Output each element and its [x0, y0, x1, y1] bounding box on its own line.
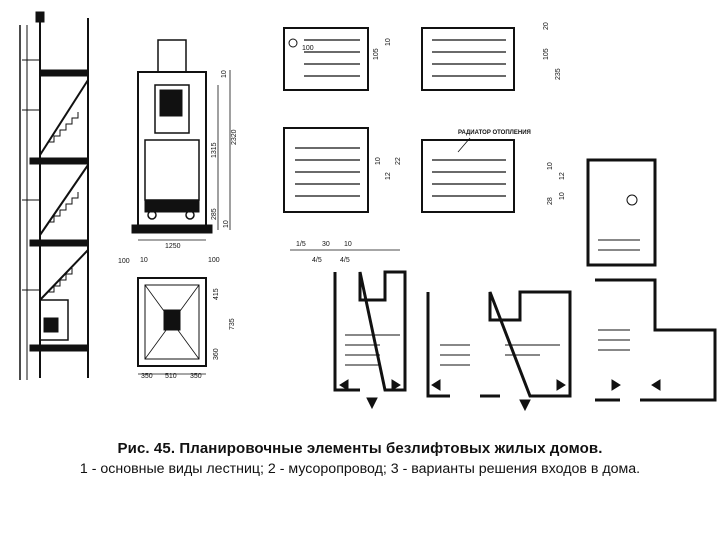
chute-dim-left-a: 100 — [118, 258, 130, 265]
chute-dim-right-2: 2320 — [231, 129, 238, 145]
entry-dim-d3: 10 — [344, 241, 352, 248]
architectural-drawing: 1250 100 10 100 10 1315 2320 285 10 350 … — [19, 11, 717, 412]
stair3-dim-b2: 12 — [385, 172, 392, 180]
stair4-dim-c3: 28 — [547, 197, 554, 205]
entrance-plan-2 — [426, 290, 572, 412]
plan-dim-3: 350 — [190, 373, 202, 380]
stair4-dim-c4: 10 — [559, 192, 566, 200]
stair-plan-3 — [283, 127, 369, 213]
stair3-dim-b1: 10 — [375, 157, 382, 165]
chute-dim-right-1: 1315 — [211, 142, 218, 158]
radiator-label: РАДИАТОР ОТОПЛЕНИЯ — [458, 130, 531, 136]
garbage-chute-elevation — [131, 39, 231, 241]
stair2-dim-a6: 235 — [555, 68, 562, 80]
chute-width-dim: 1250 — [165, 243, 181, 250]
stair4-dim-c2: 12 — [559, 172, 566, 180]
chute-dim-right-4: 10 — [223, 220, 230, 228]
plan-dim-r2: 735 — [229, 318, 236, 330]
plan-dim-r3: 360 — [213, 348, 220, 360]
stair4-dim-c1: 10 — [547, 162, 554, 170]
entry-dim-d5: 4/5 — [340, 257, 350, 264]
chute-dim-right-3: 285 — [211, 208, 218, 220]
stair2-dim-a4: 20 — [543, 22, 550, 30]
plan-dim-2: 510 — [165, 373, 177, 380]
stair1-dim-a1: 100 — [302, 45, 314, 52]
stair2-dim-a5: 105 — [543, 48, 550, 60]
figure-caption: Рис. 45. Планировочные элементы безлифто… — [0, 440, 720, 477]
entry-dim-d1: 1/5 — [296, 241, 306, 248]
chute-dim-right-top: 10 — [221, 70, 228, 78]
entry-dim-d4: 4/5 — [312, 257, 322, 264]
plan-dim-r1: 415 — [213, 288, 220, 300]
stair-plan-1 — [283, 27, 369, 91]
chute-dim-right: 100 — [208, 257, 220, 264]
entrance-plan-3 — [586, 158, 717, 402]
stair-plan-4 — [421, 137, 515, 213]
stair3-dim-b3: 22 — [395, 157, 402, 165]
garbage-chute-plan — [137, 277, 207, 375]
entry-dim-d2: 30 — [322, 241, 330, 248]
stair1-dim-a2: 105 — [373, 48, 380, 60]
entrance-plan-1 — [333, 270, 407, 410]
plan-dim-1: 350 — [141, 373, 153, 380]
stair-plan-2 — [421, 27, 515, 91]
chute-dim-left-b: 10 — [140, 257, 148, 264]
stair1-dim-a3: 10 — [385, 38, 392, 46]
staircase-section-drawing — [19, 11, 89, 380]
caption-text: 1 - основные виды лестниц; 2 - мусоропро… — [79, 461, 641, 477]
caption-title: Рис. 45. Планировочные элементы безлифто… — [117, 440, 603, 457]
